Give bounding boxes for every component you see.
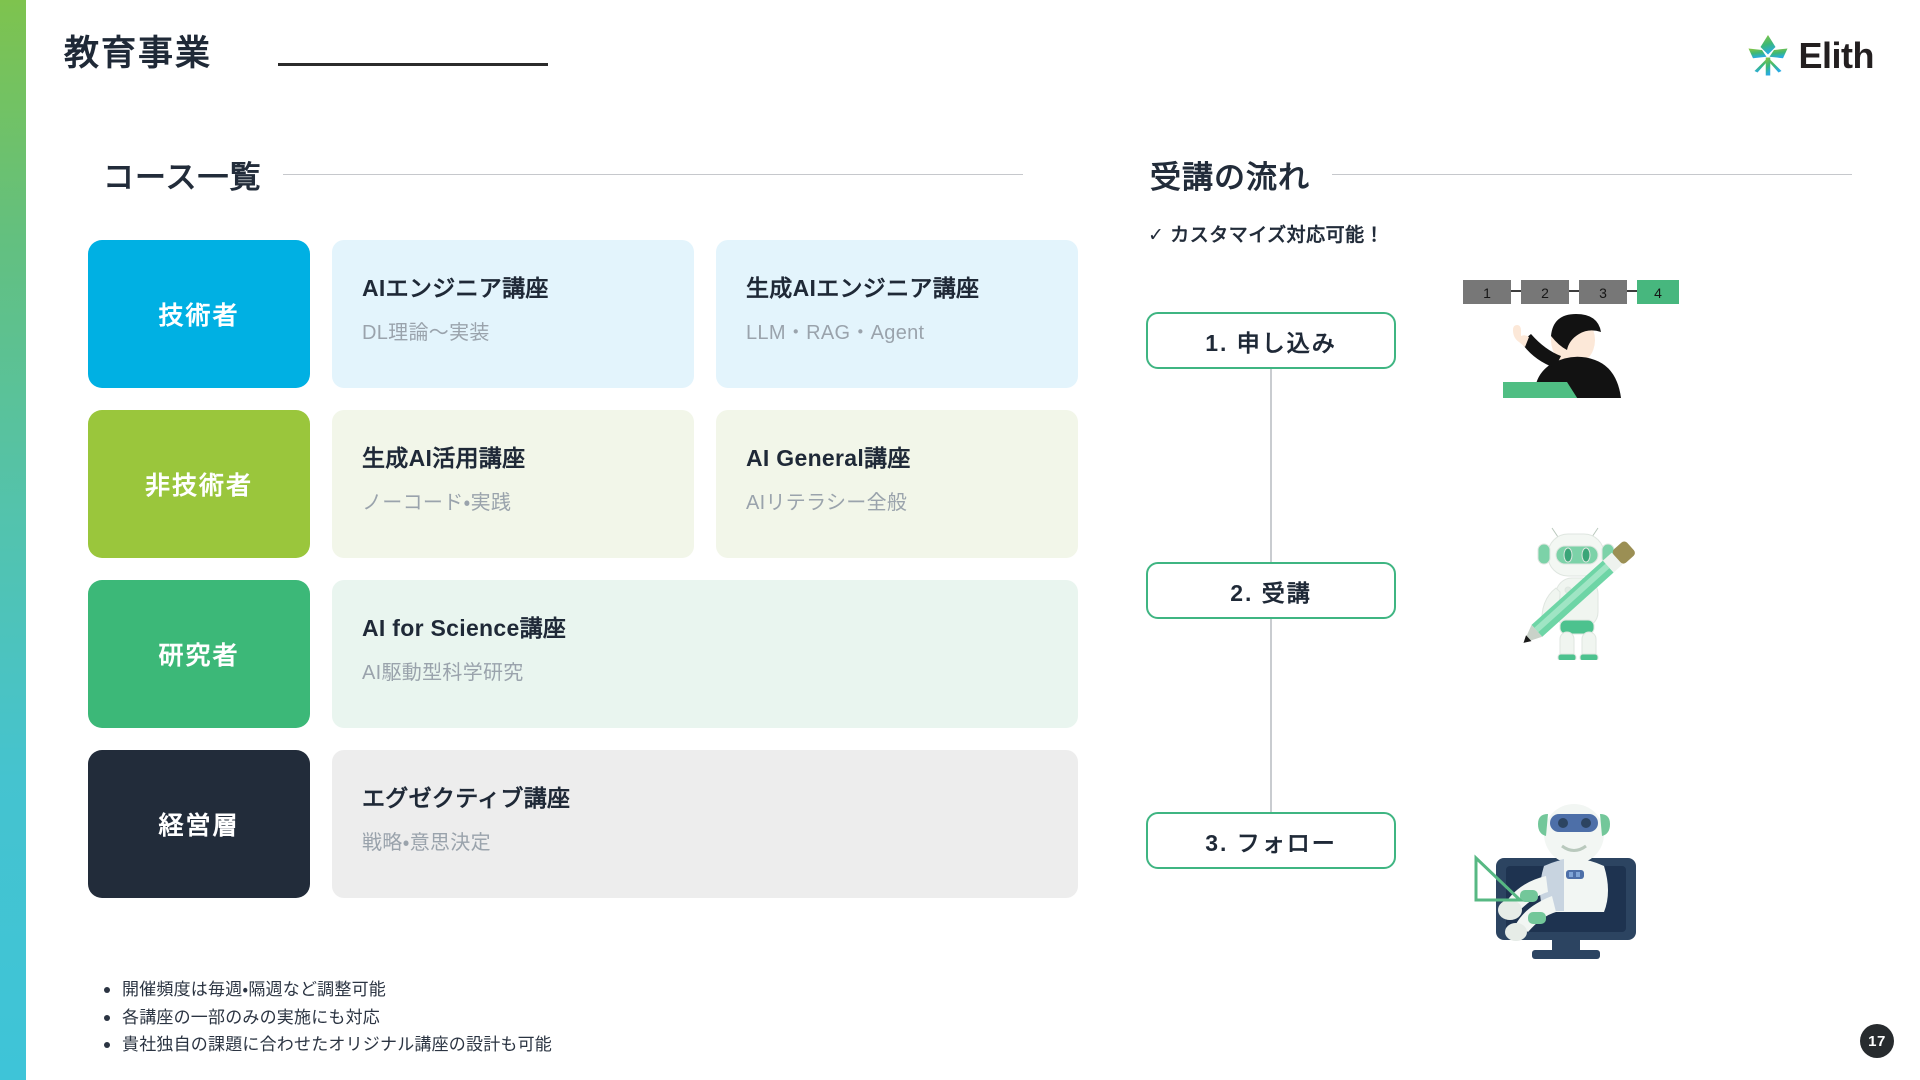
- section-title-flow: 受講の流れ: [1150, 160, 1310, 195]
- course-name: AI General講座: [746, 445, 911, 471]
- flow-step-1[interactable]: 1. 申し込み: [1146, 312, 1396, 369]
- list-item: 開催頻度は毎週・隔週など調整可能: [104, 976, 552, 1004]
- section-title-courses: コース一覧: [103, 160, 262, 195]
- section-header-flow: 受講の流れ: [1150, 152, 1852, 197]
- category-chip-executive[interactable]: 経営層: [88, 750, 310, 898]
- course-name: AI for Science講座: [362, 615, 567, 641]
- course-card[interactable]: エグゼクティブ講座 戦略・意思決定: [332, 750, 1078, 898]
- course-name: エグゼクティブ講座: [362, 785, 571, 811]
- flow-connector: [1270, 369, 1272, 562]
- section-rule-flow: [1332, 174, 1852, 175]
- customizable-note: ✓ カスタマイズ対応可能！: [1148, 225, 1385, 246]
- course-card[interactable]: AIエンジニア講座 DL理論〜実装: [332, 240, 694, 388]
- page-number-badge: 17: [1860, 1024, 1894, 1058]
- page-title: 教育事業: [64, 34, 213, 73]
- list-item: 貴社独自の課題に合わせたオリジナル講座の設計も可能: [104, 1031, 552, 1059]
- robot-in-monitor-illustration: [1470, 800, 1660, 965]
- course-subtitle: LLM・RAG・Agent: [746, 321, 925, 344]
- course-name: 生成AIエンジニア講座: [746, 275, 980, 301]
- person-pointing-steps-illustration: 1 2 3 4: [1455, 278, 1685, 407]
- brand-logo: Elith: [1744, 32, 1875, 80]
- course-card[interactable]: 生成AIエンジニア講座 LLM・RAG・Agent: [716, 240, 1078, 388]
- leaf-star-icon: [1748, 35, 1787, 76]
- category-chip-non-engineer[interactable]: 非技術者: [88, 410, 310, 558]
- course-name: 生成AI活用講座: [362, 445, 526, 471]
- course-subtitle: ノーコード・実践: [362, 491, 512, 514]
- course-card[interactable]: 生成AI活用講座 ノーコード・実践: [332, 410, 694, 558]
- section-header-courses: コース一覧: [103, 152, 1024, 197]
- category-chip-researcher[interactable]: 研究者: [88, 580, 310, 728]
- course-subtitle: 戦略・意思決定: [362, 831, 491, 854]
- course-card[interactable]: AI for Science講座 AI駆動型科学研究: [332, 580, 1078, 728]
- category-chip-engineer[interactable]: 技術者: [88, 240, 310, 388]
- notes-list: 開催頻度は毎週・隔週など調整可能 各講座の一部のみの実施にも対応 貴社独自の課題…: [96, 976, 552, 1059]
- flow-connector: [1270, 619, 1272, 812]
- left-accent-bar: [0, 0, 26, 1080]
- list-item: 各講座の一部のみの実施にも対応: [104, 1004, 552, 1032]
- logo-text: Elith: [1798, 35, 1875, 76]
- course-subtitle: AIリテラシー全般: [746, 491, 908, 514]
- course-row: 技術者 AIエンジニア講座 DL理論〜実装 生成AIエンジニア講座 LLM・RA…: [88, 240, 1078, 388]
- flow-step-3[interactable]: 3. フォロー: [1146, 812, 1396, 869]
- robot-with-pencil-illustration: [1500, 500, 1660, 669]
- course-subtitle: AI駆動型科学研究: [362, 661, 524, 684]
- course-name: AIエンジニア講座: [362, 275, 549, 301]
- svg-text:1: 1: [1483, 285, 1491, 301]
- svg-text:4: 4: [1654, 285, 1662, 301]
- course-row: 研究者 AI for Science講座 AI駆動型科学研究: [88, 580, 1078, 728]
- flow-step-2[interactable]: 2. 受講: [1146, 562, 1396, 619]
- svg-text:2: 2: [1541, 285, 1549, 301]
- course-list: 技術者 AIエンジニア講座 DL理論〜実装 生成AIエンジニア講座 LLM・RA…: [88, 240, 1078, 920]
- section-rule-courses: [283, 174, 1024, 175]
- course-row: 非技術者 生成AI活用講座 ノーコード・実践 AI General講座 AIリテ…: [88, 410, 1078, 558]
- svg-text:3: 3: [1599, 285, 1607, 301]
- title-rule: [278, 63, 548, 66]
- course-card[interactable]: AI General講座 AIリテラシー全般: [716, 410, 1078, 558]
- flow-steps: 1. 申し込み 2. 受講 3. フォロー: [1146, 312, 1396, 869]
- course-row: 経営層 エグゼクティブ講座 戦略・意思決定: [88, 750, 1078, 898]
- course-subtitle: DL理論〜実装: [362, 321, 490, 344]
